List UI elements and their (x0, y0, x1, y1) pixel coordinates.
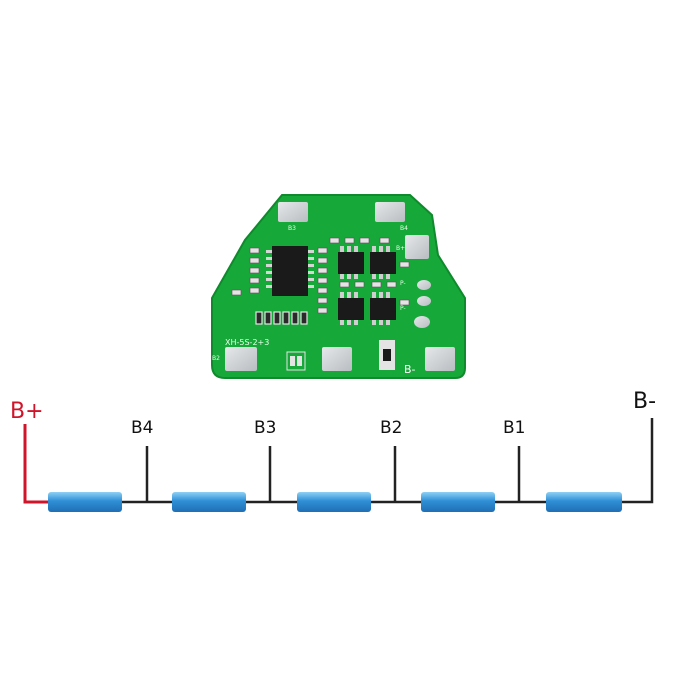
cell-1 (48, 492, 122, 512)
side-label-top: B+ (396, 245, 405, 252)
small-component (286, 351, 306, 371)
positive-label: B+ (10, 399, 44, 424)
mosfet-2 (370, 252, 396, 274)
pad-bminus-label: B- (404, 363, 416, 376)
pad-bminus (425, 347, 455, 371)
pad-right-upper (405, 235, 429, 259)
small-component-lead-1 (290, 356, 295, 366)
pad-small-3 (414, 316, 430, 328)
ic-chip (272, 246, 308, 296)
pad-b3-label: B3 (288, 225, 296, 232)
pad-b4 (375, 202, 405, 222)
mosfet-leads (340, 246, 390, 325)
negative-label: B- (633, 389, 656, 414)
cell-5 (546, 492, 622, 512)
battery-wiring: B+ B- B4 B3 B2 B1 (10, 389, 656, 512)
pcb-outline (211, 194, 466, 379)
tap-b1-label: B1 (503, 418, 525, 438)
mosfet-3 (338, 298, 364, 320)
mosfet-4 (370, 298, 396, 320)
pad-b2 (225, 347, 257, 371)
pcb-model-text: XH-5S-2+3 (225, 338, 269, 347)
pad-b4-label: B4 (400, 225, 408, 232)
pad-b3 (278, 202, 308, 222)
negative-lead (622, 418, 654, 504)
pad-b2-label: B2 (212, 355, 220, 362)
cell-2 (172, 492, 246, 512)
positive-lead (23, 424, 48, 504)
bottom-chip-body (383, 349, 391, 361)
pad-b1 (322, 347, 352, 371)
pad-small-2 (417, 296, 431, 306)
bms-pcb-board: B3 B4 B2 B- B+ P- P- (211, 194, 466, 379)
side-label-mid: P- (400, 280, 406, 287)
tap-b3-label: B3 (254, 418, 276, 438)
tap-b4-label: B4 (131, 418, 153, 438)
tap-b2-label: B2 (380, 418, 402, 438)
small-component-lead-2 (297, 356, 302, 366)
cell-3 (297, 492, 371, 512)
cell-4 (421, 492, 495, 512)
smd-components (231, 237, 410, 314)
mosfet-1 (338, 252, 364, 274)
resistor-row (255, 311, 308, 325)
ic-pins (266, 250, 314, 288)
pad-small-1 (417, 280, 431, 290)
side-label-low: P- (400, 305, 406, 312)
